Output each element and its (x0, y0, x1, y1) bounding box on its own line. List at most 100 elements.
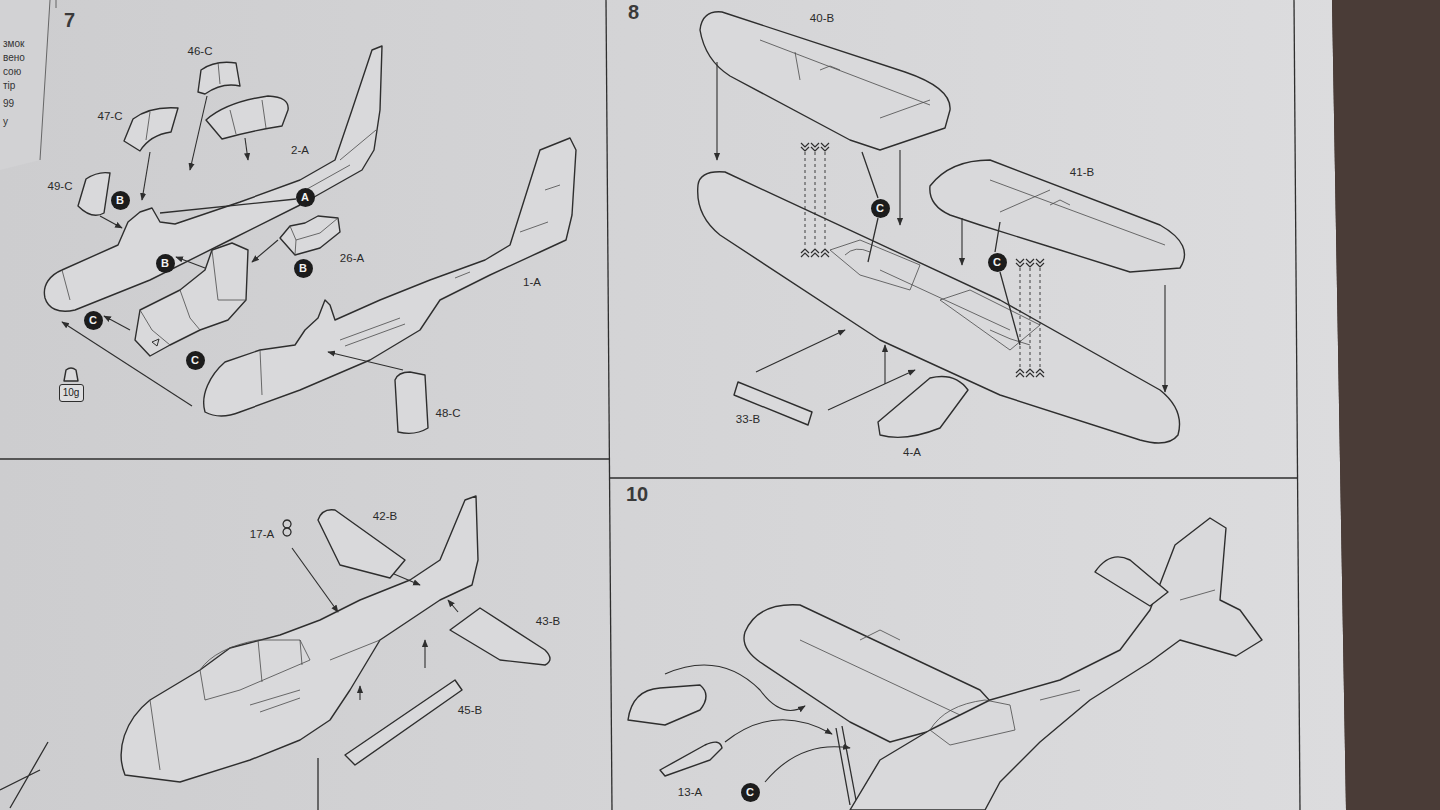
callout-letter: C (191, 355, 199, 366)
page-edge (40, 0, 50, 160)
part-edge (290, 218, 338, 255)
margin-text: змок (3, 38, 24, 49)
callout-letter: C (871, 199, 890, 218)
part-number: 41-B (1070, 166, 1094, 179)
part-number: 33-B (736, 413, 760, 426)
wing-structure (830, 240, 1040, 350)
callout-letter: B (116, 195, 124, 206)
canopy-frame (218, 62, 220, 84)
callout-letter: B (156, 254, 175, 273)
callout-letter: C (89, 315, 97, 326)
margin-text: сою (3, 66, 21, 77)
callout-letter: A (301, 192, 309, 203)
step-number: 7 (64, 10, 75, 30)
canopy-frame (230, 100, 266, 134)
cockpit-part (280, 216, 340, 255)
margin-text: у (3, 116, 8, 127)
step-number: 10 (626, 484, 648, 504)
canopy-part (124, 108, 178, 151)
assembly-arrow (328, 352, 403, 370)
callout-letter: B (294, 259, 313, 278)
assembly-arrow (884, 345, 885, 384)
panel-line (800, 630, 960, 715)
step-panel: 10C (612, 478, 1294, 810)
canopy-part (198, 62, 240, 94)
panel-line (990, 180, 1165, 245)
assembly-arrow (292, 548, 338, 612)
assembly-arrow (394, 574, 420, 585)
callout-letter: C (84, 311, 103, 330)
fuselage-half (204, 138, 576, 416)
assembly-arrow (961, 218, 962, 265)
guide-line (805, 152, 825, 248)
part-number: 42-B (373, 510, 397, 523)
strip-part (734, 382, 812, 425)
assembly-arrow (828, 370, 915, 410)
step-number: 8 (628, 2, 639, 22)
part-number: 2-A (291, 144, 309, 157)
dark-surround (1332, 0, 1440, 810)
part-number: 47-C (98, 110, 123, 123)
guide-line (1020, 268, 1040, 368)
panel-divider (610, 477, 1298, 478)
callout-letter: C (741, 783, 760, 802)
panel-divider (0, 458, 609, 459)
propeller (836, 726, 856, 805)
fuselage-assembly (121, 496, 478, 782)
assembly-arrow (190, 96, 207, 170)
assembly-arrow (317, 758, 318, 810)
part-number: 45-B (458, 704, 482, 717)
step-panel: 7BBABCC10g (0, 0, 606, 459)
panel-line (150, 640, 380, 770)
callout-letter: B (161, 258, 169, 269)
locator-triangle (152, 339, 159, 346)
aircraft-fuselage (850, 518, 1262, 810)
leader-line (995, 222, 1020, 345)
callout-letter: A (296, 188, 315, 207)
assembly-arrow (142, 152, 150, 200)
part-number: 40-B (810, 12, 834, 25)
assembly-arrow (252, 240, 278, 262)
paper-sheet (0, 0, 1346, 810)
assembly-arrow (104, 316, 130, 330)
assembly-arrow (725, 720, 832, 742)
assembly-arrow (1164, 285, 1165, 392)
door-part (395, 372, 428, 433)
panel-divider (1294, 0, 1300, 810)
margin-text: 99 (3, 98, 14, 109)
panel-corner (56, 0, 57, 8)
margin-text: тір (3, 80, 15, 91)
callout-letter: B (299, 263, 307, 274)
part-number: 13-A (678, 786, 702, 799)
margin-text: вено (3, 52, 25, 63)
callout-letter: C (988, 253, 1007, 272)
part-number: 26-A (340, 252, 364, 265)
callout-letter: C (186, 351, 205, 370)
small-part (660, 742, 722, 776)
part-number: 4-A (903, 446, 921, 459)
assembly-arrow (245, 138, 248, 160)
tailplane (1095, 557, 1168, 606)
chevron-group (801, 143, 1044, 377)
assembly-arrow (448, 600, 458, 612)
wing-part (700, 12, 950, 150)
callout-letter: B (111, 191, 130, 210)
assembly-arrow (756, 330, 845, 372)
small-part (283, 520, 291, 536)
panel-line (760, 40, 930, 118)
part-number: 17-A (250, 528, 274, 541)
assembly-arrow (765, 747, 850, 782)
assembly-arrow (176, 257, 205, 268)
assembly-arrow (716, 62, 717, 160)
tailplane-part (450, 608, 550, 665)
assembly-arrow (100, 216, 122, 228)
panel-line (260, 185, 560, 395)
assembly-arrow (665, 665, 805, 710)
panel-divider (606, 0, 612, 810)
step-panel: 8C C (612, 0, 1294, 478)
drop-tank (628, 685, 706, 725)
